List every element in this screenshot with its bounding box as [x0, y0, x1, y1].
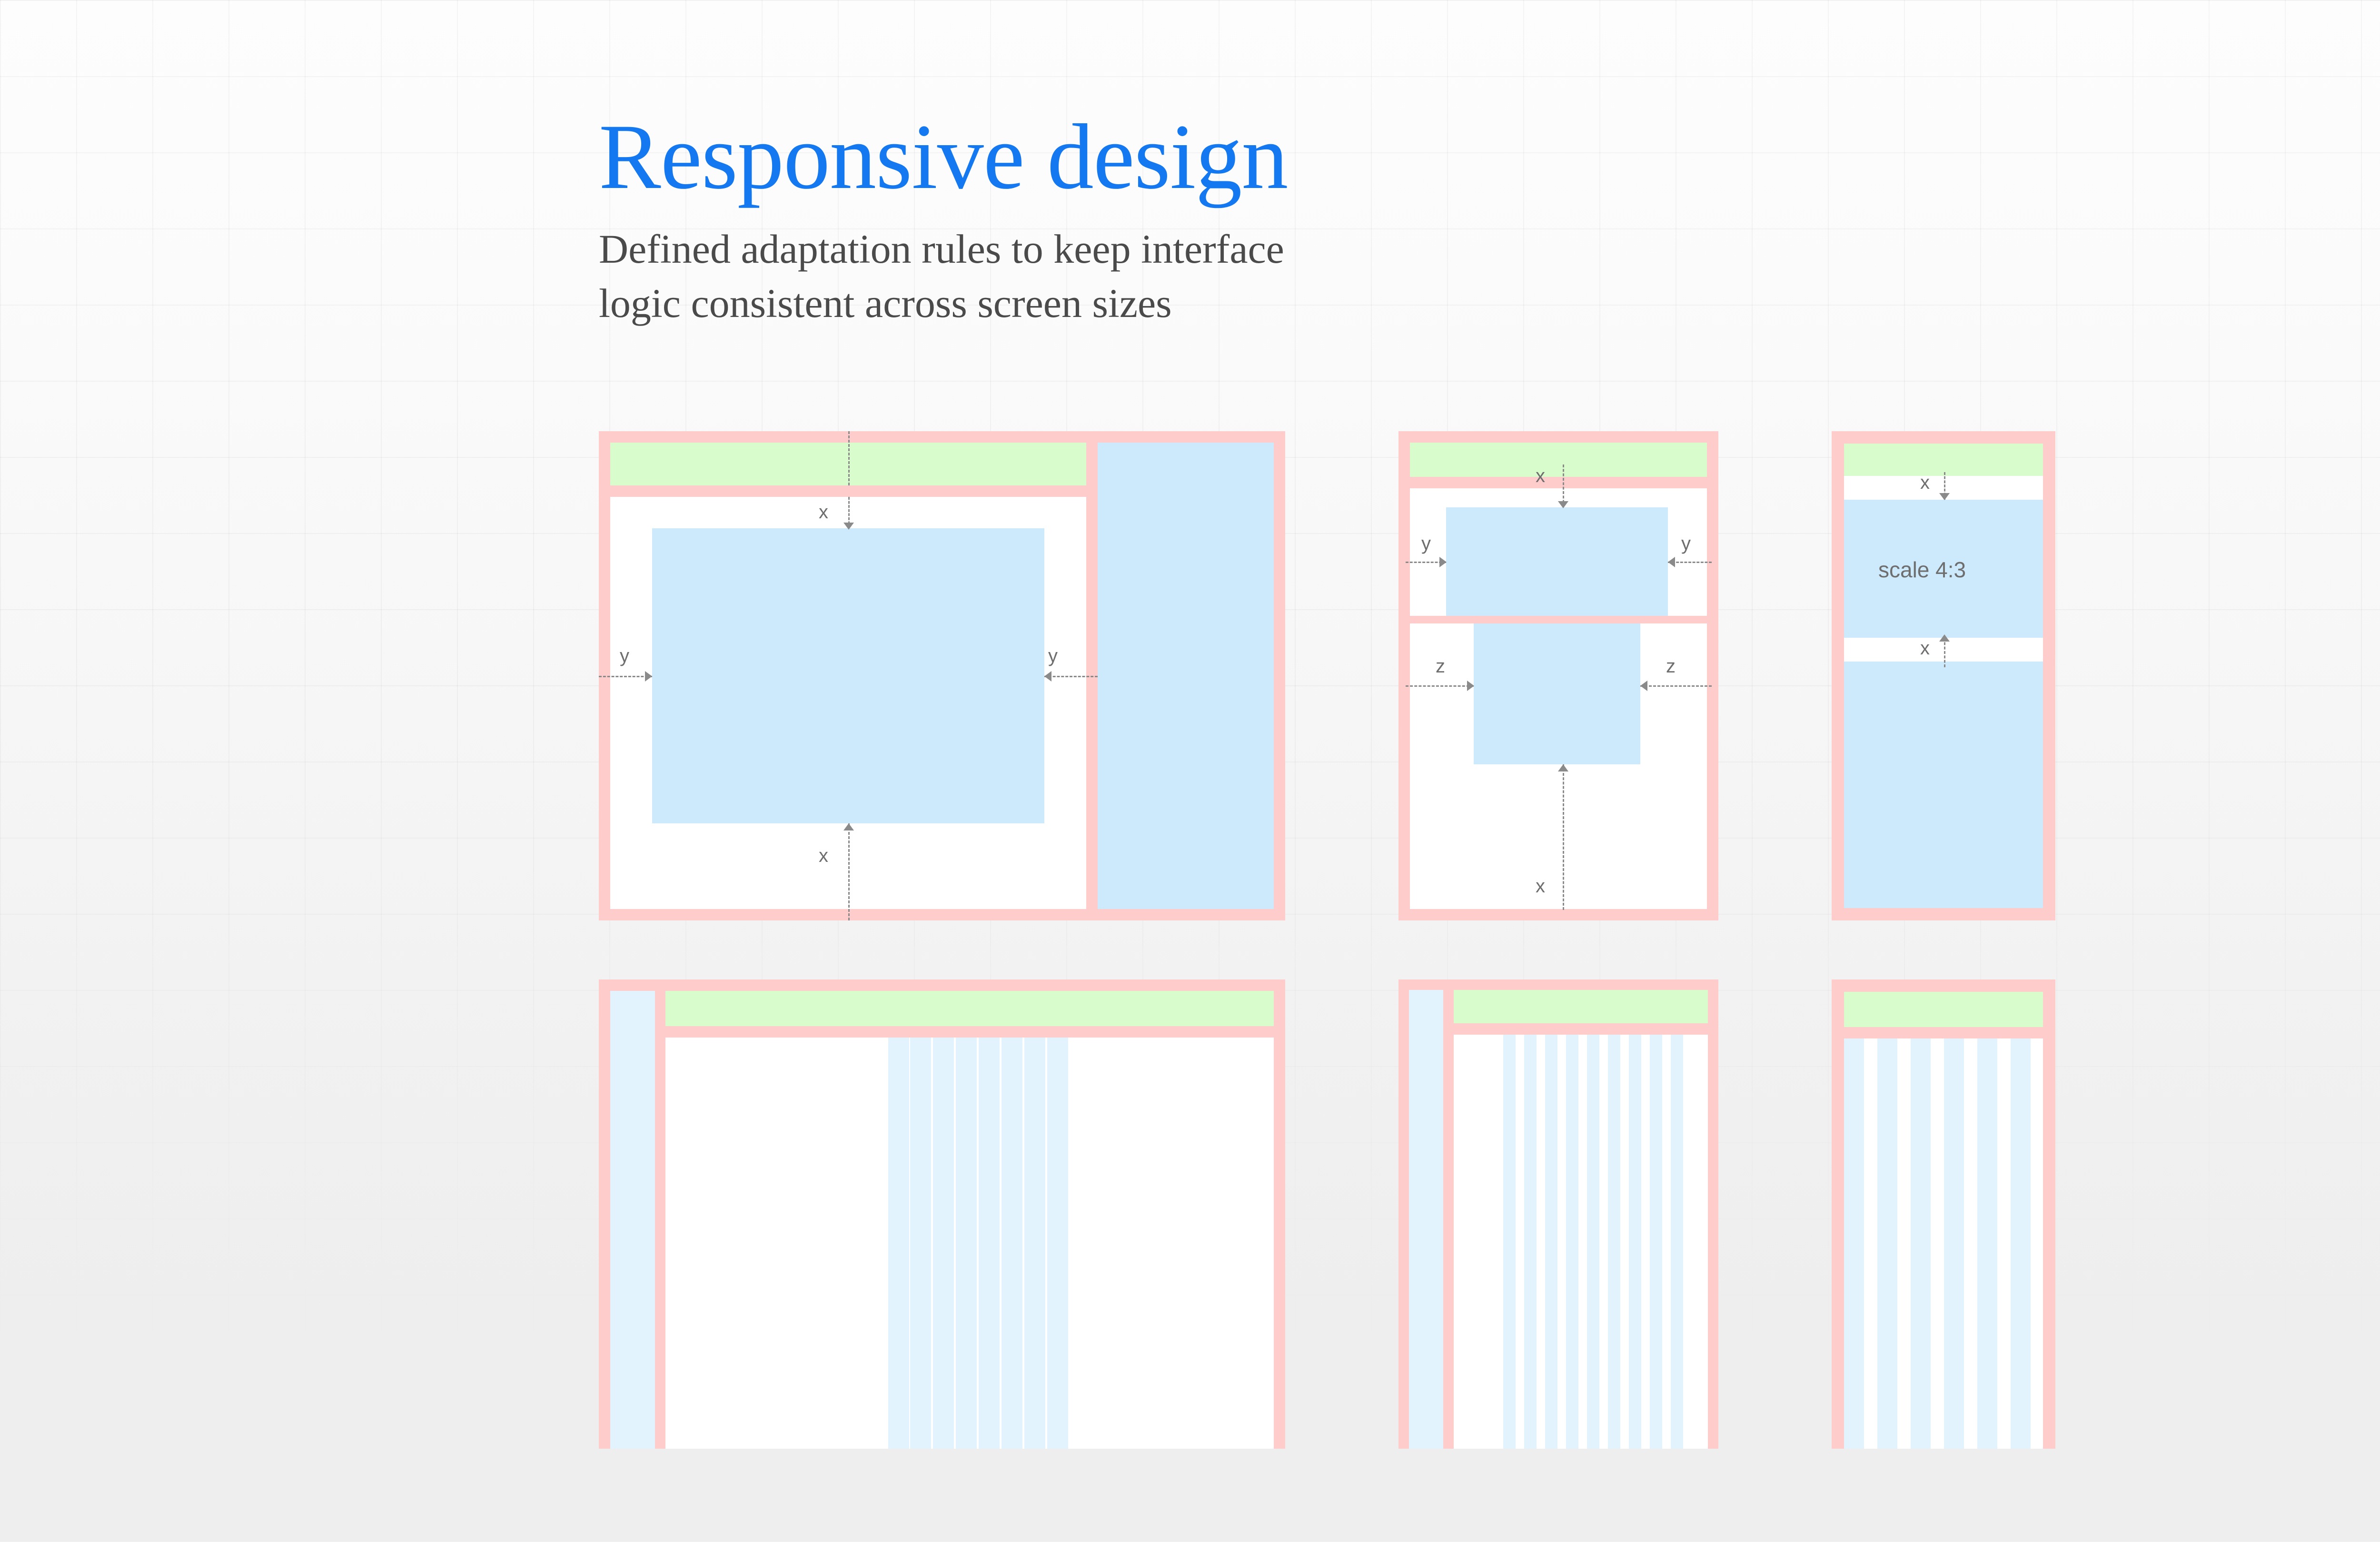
panel3-dim-x-lower-line	[1944, 638, 1945, 667]
panel5-column-8	[1650, 1035, 1662, 1449]
panel1-dim-y-right-line	[1044, 676, 1098, 677]
panel2-dim-z-left-line	[1406, 685, 1474, 687]
panel6-column-4	[1944, 1038, 1964, 1449]
panel2-dim-z-right-arrow	[1640, 681, 1647, 691]
panel3-scale-note: scale 4:3	[1878, 557, 1966, 582]
panel6-column-1	[1844, 1038, 1864, 1449]
panel2-dim-x-bottom-line	[1563, 764, 1564, 910]
page-title: Responsive design	[599, 105, 1288, 208]
panel5-column-1	[1503, 1035, 1516, 1449]
panel1-dim-y-left-line	[599, 676, 652, 677]
panel5-column-9	[1671, 1035, 1683, 1449]
panel4-column-7	[1024, 1038, 1045, 1449]
panel1-right-sidebar	[1098, 443, 1274, 909]
panel6-header-band	[1844, 992, 2043, 1027]
panel1-dim-y-right-label: y	[1048, 645, 1058, 666]
panel1-dim-x-bottom-line	[848, 823, 850, 920]
panel1-dim-x-top-label: x	[819, 502, 828, 523]
panel2-dim-z-left-label: z	[1436, 656, 1445, 677]
panel4-column-6	[1002, 1038, 1022, 1449]
wireframe-mobile-scaled[interactable]: scale 4:3 x x	[1832, 431, 2055, 920]
panel4-column-4	[956, 1038, 977, 1449]
wireframe-desktop-two-column[interactable]: x x y y	[599, 431, 1285, 920]
panel2-dim-y-right-line	[1668, 562, 1712, 563]
panel5-left-rail	[1409, 990, 1443, 1449]
panel3-dim-x-upper-arrow	[1939, 493, 1950, 500]
panel5-column-6	[1608, 1035, 1620, 1449]
panel2-dim-x-top-arrow	[1558, 501, 1568, 508]
panel2-header-band	[1410, 443, 1707, 477]
page-subtitle: Defined adaptation rules to keep interfa…	[599, 226, 1284, 326]
panel2-dim-z-right-line	[1640, 685, 1712, 687]
panel4-column-5	[979, 1038, 1000, 1449]
panel6-column-5	[1977, 1038, 1997, 1449]
panel2-dim-x-bottom-label: x	[1536, 876, 1545, 897]
panel3-dim-x-upper-line	[1944, 472, 1945, 500]
panel1-dim-y-left-arrow	[645, 671, 652, 682]
panel1-dim-x-bottom-arrow	[843, 823, 854, 830]
panel4-column-3	[933, 1038, 954, 1449]
panel2-dim-x-bottom-arrow	[1558, 764, 1568, 771]
panel4-column-1	[888, 1038, 909, 1449]
panel6-column-6	[2011, 1038, 2031, 1449]
panel6-content-area	[1844, 1038, 2043, 1449]
panel4-header-band	[665, 991, 1274, 1026]
panel2-dim-z-left-arrow	[1467, 681, 1474, 691]
wireframe-tablet-column-grid[interactable]	[1398, 979, 1718, 1449]
page-heading: Responsive design Defined adaptation rul…	[599, 110, 1288, 331]
panel3-dim-x-lower-label: x	[1920, 638, 1930, 659]
panel1-content-block	[652, 528, 1044, 823]
panel6-column-2	[1877, 1038, 1897, 1449]
panel2-upper-block	[1446, 507, 1668, 616]
panel1-dim-x-top-line	[848, 497, 850, 528]
panel1-dim-x-top-arrow	[843, 523, 854, 530]
panel3-dim-x-upper-label: x	[1920, 472, 1930, 493]
panel5-column-5	[1587, 1035, 1599, 1449]
panel2-dim-x-top-label: x	[1536, 465, 1545, 486]
panel4-column-8	[1047, 1038, 1068, 1449]
panel5-column-4	[1566, 1035, 1578, 1449]
panel3-header-band	[1844, 444, 2043, 476]
panel4-left-rail	[610, 991, 655, 1449]
panel3-gap-lower	[1844, 638, 2043, 662]
panel2-dim-x-top-line	[1563, 465, 1564, 507]
panel1-dim-y-left-label: y	[620, 645, 629, 666]
panel2-dim-y-left-line	[1406, 562, 1446, 563]
panel4-content-area	[665, 1038, 1274, 1449]
panel3-dim-x-lower-arrow	[1939, 634, 1950, 642]
panel5-content-area	[1454, 1035, 1708, 1449]
panel5-header-band	[1454, 990, 1708, 1023]
panel1-dim-x-bottom-label: x	[819, 845, 828, 866]
panel5-column-3	[1545, 1035, 1557, 1449]
panel5-column-2	[1524, 1035, 1537, 1449]
panel1-dim-x-top-line-upper	[848, 431, 850, 485]
panel5-column-7	[1629, 1035, 1641, 1449]
panel1-dim-y-right-arrow	[1044, 671, 1051, 682]
panel3-block-lower	[1844, 662, 2043, 908]
panel2-dim-z-right-label: z	[1666, 656, 1676, 677]
panel6-column-3	[1911, 1038, 1931, 1449]
wireframe-desktop-column-grid[interactable]	[599, 979, 1285, 1449]
panel3-block-upper	[1844, 500, 2043, 638]
panel4-column-2	[910, 1038, 931, 1449]
panel2-dim-y-right-label: y	[1681, 533, 1691, 554]
wireframe-tablet-stacked[interactable]: x y y z z x	[1398, 431, 1718, 920]
wireframe-mobile-column-grid[interactable]	[1832, 979, 2055, 1449]
panel2-dim-y-left-arrow	[1439, 557, 1447, 567]
panel2-lower-block	[1474, 623, 1640, 764]
panel2-dim-y-right-arrow	[1668, 557, 1675, 567]
panel2-dim-y-left-label: y	[1421, 533, 1431, 554]
